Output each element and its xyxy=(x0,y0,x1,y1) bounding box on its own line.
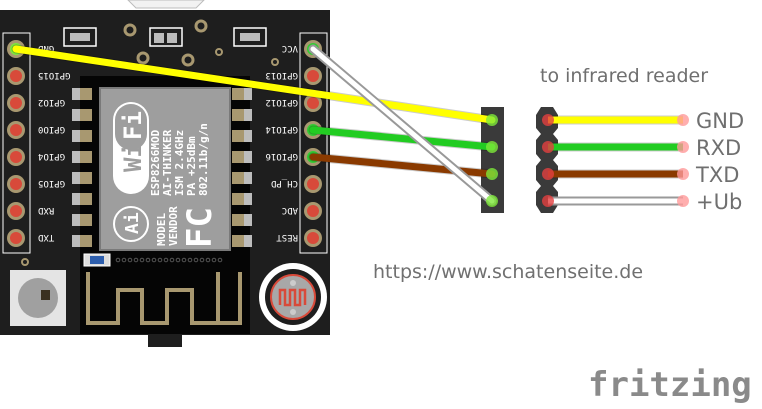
wire-gpio14[interactable] xyxy=(308,125,498,153)
pin-label: GND xyxy=(38,43,54,53)
pin-label: GPIO12 xyxy=(265,97,298,107)
pin-label: GPIO14 xyxy=(265,124,298,134)
wifi-logo-fi: Fi xyxy=(119,111,147,140)
pin-label: GPIO0 xyxy=(38,124,65,134)
module-standard: 802.11b/g/n xyxy=(197,123,210,196)
model-label: MODEL xyxy=(155,213,168,246)
pin-gpio4[interactable]: GPIO4 xyxy=(7,148,65,166)
left-pin-header xyxy=(2,32,31,254)
ai-thinker-logo xyxy=(113,206,149,242)
website-url[interactable]: https://www.schatenseite.de xyxy=(373,261,643,283)
pin-gpio5[interactable]: GPIO5 xyxy=(7,175,65,193)
vendor-label: VENDOR xyxy=(167,206,180,246)
right-pin-header xyxy=(299,32,328,254)
pin-gpio12[interactable]: GPIO12 xyxy=(265,94,322,112)
signal-label: +Ub xyxy=(696,190,742,214)
wire-gpio16[interactable] xyxy=(308,152,498,180)
pin-label: GPIO4 xyxy=(38,151,65,161)
pin-gpio0[interactable]: GPIO0 xyxy=(7,121,65,139)
male-header-4pin xyxy=(481,107,504,213)
pin-ch_pd[interactable]: CH_PD xyxy=(271,175,322,193)
pin-label: CH_PD xyxy=(271,178,298,188)
wire-vcc[interactable] xyxy=(308,44,498,207)
pin-label: VCC xyxy=(282,43,298,53)
pin-rest[interactable]: REST xyxy=(276,229,322,247)
connector-title: to infrared reader xyxy=(540,65,708,87)
pcb-antenna xyxy=(86,272,242,325)
board-tab xyxy=(148,335,182,347)
pin-label: GPIO5 xyxy=(38,178,65,188)
wire-gnd[interactable] xyxy=(11,44,498,126)
signal-wire-rxd[interactable] xyxy=(542,141,689,153)
pin-label: TXD xyxy=(38,232,54,242)
module-pa: PA +25dBm xyxy=(185,136,198,196)
pin-gpio15[interactable]: GPIO15 xyxy=(7,67,71,85)
smd-jumpers xyxy=(63,27,267,47)
female-header-4pin xyxy=(536,107,558,213)
pin-label: GPIO16 xyxy=(265,151,298,161)
pin-label: GPIO2 xyxy=(38,97,65,107)
fcc-logo: FC xyxy=(180,207,220,248)
signal-label: GND xyxy=(696,109,744,133)
fritzing-logo: fritzing xyxy=(588,365,752,405)
pin-gpio2[interactable]: GPIO2 xyxy=(7,94,65,112)
ai-logo-text: Ai xyxy=(122,212,143,234)
module-vendor: AI-THINKER xyxy=(161,129,174,196)
pin-label: REST xyxy=(276,232,298,242)
signal-wire-ub[interactable] xyxy=(542,195,689,207)
wifi-logo-wi: Wi xyxy=(119,143,147,172)
module-castellated-pads xyxy=(72,88,252,247)
pin-label: ADC xyxy=(282,205,298,215)
signal-label: TXD xyxy=(695,163,739,187)
pin-gpio13[interactable]: GPIO13 xyxy=(265,67,322,85)
module-test-points xyxy=(115,257,223,263)
signal-label: RXD xyxy=(696,136,741,160)
module-name: ESP8266MOD xyxy=(149,129,162,196)
signal-wire-txd[interactable] xyxy=(542,168,689,180)
usb-connector xyxy=(127,0,205,9)
via-holes xyxy=(21,19,279,266)
pin-txd[interactable]: TXD xyxy=(7,229,54,247)
pin-label: GPIO15 xyxy=(38,70,71,80)
pin-rxd[interactable]: RXD xyxy=(7,202,54,220)
signal-wire-gnd[interactable] xyxy=(542,114,689,126)
pin-label: GPIO13 xyxy=(265,70,298,80)
pin-label: RXD xyxy=(38,205,54,215)
pin-adc[interactable]: ADC xyxy=(282,202,322,220)
module-ism: ISM 2.4GHz xyxy=(173,130,186,196)
